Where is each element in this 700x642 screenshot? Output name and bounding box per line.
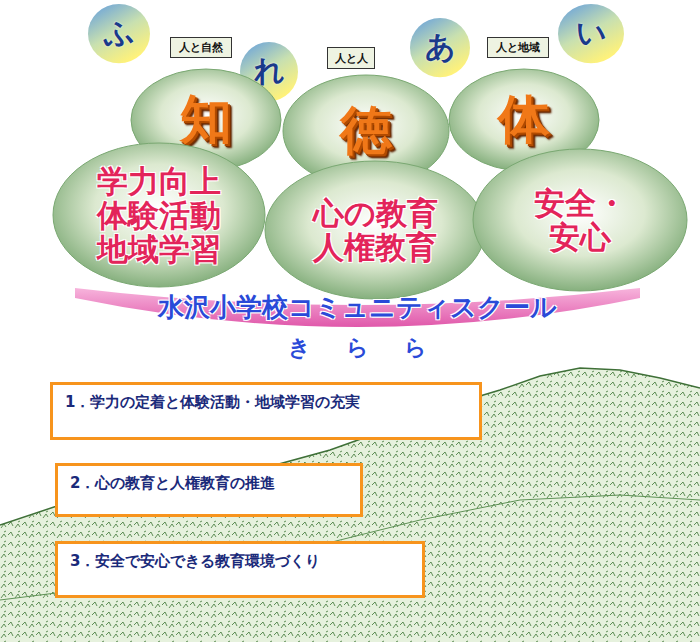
circle-shape — [558, 4, 624, 63]
mountain-texture — [0, 368, 700, 642]
letter-circle: ふ — [88, 4, 150, 63]
node-text: 知 — [180, 85, 232, 155]
circle-shape — [88, 4, 150, 63]
ellipse-shape — [473, 149, 687, 291]
node-text: 安全・安心 — [509, 186, 652, 254]
text-holder: 人と人 — [328, 48, 374, 68]
text-holder: 2．心の教育と人権教育の推進 — [58, 466, 360, 514]
node-text: 人と自然 — [179, 40, 223, 55]
school-band: 水沢小学校コミュニティスクールきらら — [75, 286, 640, 358]
mountain-fill — [0, 368, 700, 642]
text-holder: 学力向上 体験活動 地域学習 — [52, 142, 266, 288]
letter-circle: あ — [410, 18, 470, 77]
text-holder: 人と地域 — [488, 38, 548, 57]
text-holder: 心の教育 人権教育 — [264, 160, 486, 300]
ellipse-shape — [53, 143, 265, 287]
text-holder: 人と自然 — [171, 38, 231, 57]
node-text: 人と人 — [335, 51, 368, 66]
theme-ellipse: 学力向上 体験活動 地域学習 — [52, 142, 266, 288]
text-holder: 水沢小学校コミュニティスクールきらら — [75, 286, 640, 358]
node-text: 2．心の教育と人権教育の推進 — [70, 474, 275, 493]
node-text: 3．安全で安心できる教育環境づくり — [70, 552, 320, 571]
tag-box: 人と自然 — [170, 37, 232, 58]
node-text: い — [576, 13, 607, 54]
ellipse-shape — [265, 161, 485, 299]
text-holder: あ — [410, 18, 470, 77]
text-holder: い — [558, 4, 624, 63]
node-text: 徳 — [340, 96, 392, 166]
theme-ellipse: 安全・安心 — [472, 148, 688, 292]
node-text: 体 — [498, 85, 550, 155]
text-holder: 3．安全で安心できる教育環境づくり — [58, 544, 422, 595]
tag-box: 人と地域 — [487, 37, 549, 58]
goal-box: 2．心の教育と人権教育の推進 — [55, 463, 363, 517]
node-text: きらら — [288, 333, 463, 363]
text-holder: 1．学力の定着と体験活動・地域学習の充実 — [53, 385, 479, 437]
goal-box: 1．学力の定着と体験活動・地域学習の充実 — [50, 382, 482, 440]
tag-box: 人と人 — [327, 47, 375, 69]
node-text: あ — [425, 27, 456, 68]
goal-box: 3．安全で安心できる教育環境づくり — [55, 541, 425, 598]
band-shape — [75, 288, 640, 327]
text-holder: 安全・安心 — [472, 148, 688, 292]
node-text: 学力向上 体験活動 地域学習 — [88, 164, 231, 266]
node-text: ふ — [104, 13, 135, 54]
mountain-ridge — [0, 368, 700, 525]
node-text: 心の教育 人権教育 — [304, 196, 447, 264]
letter-circle: い — [558, 4, 624, 63]
theme-ellipse: 心の教育 人権教育 — [264, 160, 486, 300]
circle-shape — [410, 18, 470, 77]
node-text: 人と地域 — [496, 40, 540, 55]
text-holder: ふ — [88, 4, 150, 63]
node-text: 水沢小学校コミュニティスクール — [158, 290, 557, 325]
node-text: 1．学力の定着と体験活動・地域学習の充実 — [65, 393, 360, 412]
